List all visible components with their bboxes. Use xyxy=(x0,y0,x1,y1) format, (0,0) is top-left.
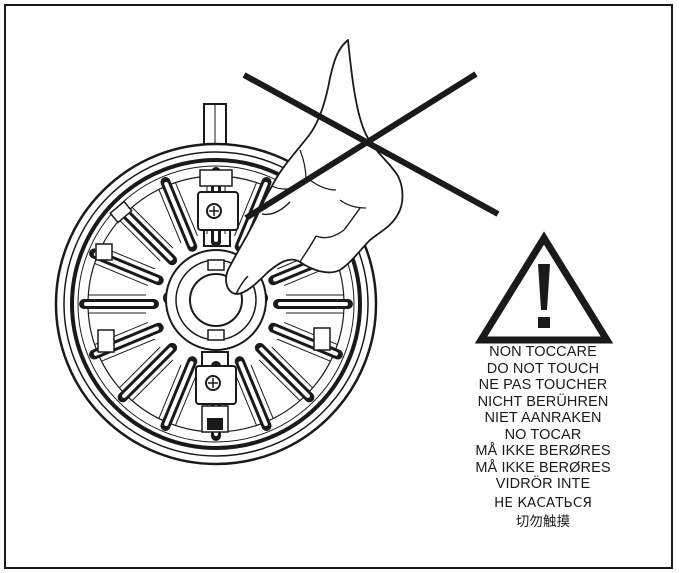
prohibition-cross-icon xyxy=(242,71,500,221)
warning-swedish: VIDRÖR INTE xyxy=(495,476,591,492)
warning-italian: NON TOCCARE xyxy=(489,344,597,360)
warning-danish: MÅ IKKE BERØRES xyxy=(475,443,611,459)
warning-chinese: 切勿触摸 xyxy=(515,514,571,530)
warning-dutch: NIET AANRAKEN xyxy=(484,410,602,426)
warning-german: NICHT BERÜHREN xyxy=(477,393,609,410)
warning-triangle-icon xyxy=(474,231,614,344)
warning-spanish: NO TOCAR xyxy=(504,426,582,443)
warning-french: NE PAS TOUCHER xyxy=(478,377,608,393)
warning-text-list: NON TOCCARE DO NOT TOUCH NE PAS TOUCHER … xyxy=(468,344,618,531)
warning-norwegian: MÅ IKKE BERØRES xyxy=(475,459,611,476)
warning-russian: НЕ КАСАТЬСЯ xyxy=(494,494,592,511)
warning-english: DO NOT TOUCH xyxy=(486,360,600,377)
